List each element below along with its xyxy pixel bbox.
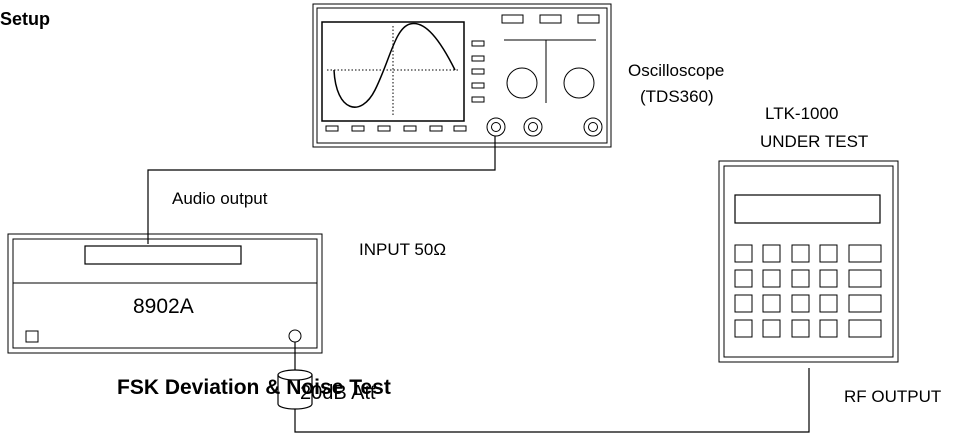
scope-input-connector	[486, 117, 506, 137]
scope-bottom-button	[429, 125, 443, 132]
rf-cable	[294, 368, 810, 433]
dut-label: LTK-1000	[765, 104, 839, 123]
scope-bottom-button	[351, 125, 365, 132]
scope-top-button	[501, 14, 524, 24]
attenuator-label: 20dB Att	[300, 382, 376, 404]
ltk-keypad	[734, 244, 882, 338]
scope-side-button	[471, 68, 485, 75]
input-label: INPUT 50Ω	[359, 240, 447, 259]
audio-cable	[147, 136, 496, 244]
scope-bottom-button	[325, 125, 339, 132]
analyzer-display	[84, 245, 242, 265]
ltk-display	[734, 194, 881, 224]
scope-screen	[321, 21, 465, 122]
oscilloscope-label: Oscilloscope	[628, 61, 725, 80]
analyzer-model-label: 8902A	[133, 295, 194, 318]
analyzer-input-connector	[288, 329, 302, 343]
scope-knob	[506, 67, 538, 99]
sine-waveform	[333, 22, 456, 108]
modulation-analyzer	[7, 233, 323, 354]
rf-output-label: RF OUTPUT	[844, 387, 942, 406]
scope-side-button	[471, 96, 485, 103]
scope-top-button	[577, 14, 600, 24]
scope-bottom-button	[453, 125, 467, 132]
audio-output-label: Audio output	[172, 189, 268, 208]
analyzer-power-switch	[25, 330, 39, 343]
scope-connector	[523, 117, 543, 137]
ltk-1000-unit	[718, 160, 899, 363]
page-title: Setup	[0, 9, 51, 29]
scope-knob	[563, 67, 595, 99]
scope-bottom-button	[377, 125, 391, 132]
scope-side-button	[471, 55, 485, 62]
scope-connector	[583, 117, 603, 137]
diagram-caption: FSK Deviation & Noise Test	[117, 376, 391, 399]
dut-status-label: UNDER TEST	[760, 132, 869, 151]
scope-side-button	[471, 40, 485, 47]
oscilloscope	[312, 3, 612, 148]
scope-side-button	[471, 82, 485, 89]
scope-bottom-button	[403, 125, 417, 132]
oscilloscope-model-label: (TDS360)	[640, 87, 714, 106]
scope-top-button	[539, 14, 562, 24]
